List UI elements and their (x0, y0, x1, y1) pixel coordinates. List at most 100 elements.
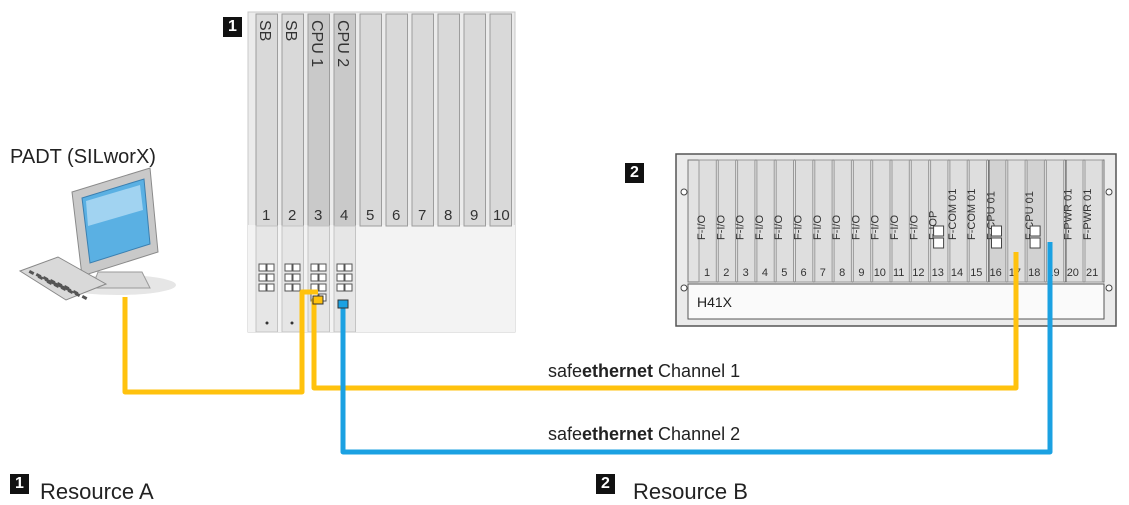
rack-a-port (336, 273, 345, 282)
resource-a-marker: 1 (223, 17, 242, 37)
workstation-icon (18, 167, 176, 301)
rack-b-slot-11-number: 11 (893, 267, 904, 279)
rack-a-port (266, 263, 275, 272)
rack-a-slot-10-number: 10 (493, 207, 510, 224)
workstation-label: PADT (SILworX) (10, 146, 156, 168)
legend-marker-1: 1 (10, 474, 29, 494)
plug-channel-2-a (337, 299, 349, 309)
channel-2-bold: ethernet (582, 424, 654, 444)
channel-1-label: safeethernet Channel 1 (548, 361, 740, 382)
rack-b-slot-10 (872, 159, 891, 283)
rack-b-port (991, 225, 1002, 237)
rack-b-slot-7-module: F-I/O (812, 215, 824, 240)
legend-marker-2: 2 (596, 474, 615, 494)
channel-2-suffix: Channel 2 (653, 424, 741, 444)
rack-b-slot-6-module: F-I/O (793, 215, 805, 240)
rack-b-slot-12-number: 12 (912, 267, 924, 279)
rack-b-slot-18 (1026, 159, 1045, 283)
rack-a-port (318, 273, 327, 282)
rack-a-slot-3-number: 3 (314, 207, 322, 224)
rack-b-mount-hole (1105, 188, 1113, 196)
rack-a-slot-2-number: 2 (288, 207, 296, 224)
rack-a-slot-7 (411, 13, 434, 227)
rack-b-slot-5-module: F-I/O (773, 215, 785, 240)
rack-a-slot-2 (281, 13, 304, 227)
rack-b-port (1029, 237, 1041, 249)
rack-b-slot-15-number: 15 (970, 267, 982, 279)
rack-b-slot-14 (949, 159, 968, 283)
rack-a-slot-9 (463, 13, 486, 227)
rack-b-slot-20-number: 20 (1067, 267, 1079, 279)
rack-a-slot-1-module: SB (256, 20, 273, 41)
rack-a-port (258, 263, 267, 272)
legend-resource-a: Resource A (40, 479, 154, 504)
rack-a-slot-5 (359, 13, 382, 227)
rack-b-port (933, 225, 945, 237)
rack-a-port (266, 283, 275, 292)
rack-a-slot-3-module: CPU 1 (308, 20, 325, 67)
rack-b-slot-6-number: 6 (801, 267, 807, 279)
rack-a-slot-2-module: SB (282, 20, 299, 41)
rack-a-port (344, 273, 353, 282)
keyboard-key (46, 279, 53, 285)
rack-b-slot-4 (756, 159, 775, 283)
rack-b-slot-10-module: F-I/O (870, 215, 882, 240)
rack-b-slot-2 (717, 159, 737, 283)
rack-b-mount-hole (680, 284, 688, 292)
cable-padt-to-resource-a (122, 289, 318, 395)
rack-b-slot-11 (891, 159, 910, 283)
rack-b-slot-21-module: F-PWR 01 (1082, 189, 1094, 240)
rack-b-mount-hole (680, 188, 688, 196)
keyboard (18, 256, 108, 301)
rack-b-slot-12-module: F-I/O (908, 215, 920, 240)
rack-a-port (344, 263, 353, 272)
rack-b-slot-14-number: 14 (951, 267, 963, 279)
keyboard-key (37, 274, 44, 280)
rack-b-slot-21 (1084, 159, 1103, 283)
rack-a-slot-4-module: CPU 2 (334, 20, 351, 67)
rack-b-slot-3-module: F-I/O (735, 215, 747, 240)
rack-b-slot-9-number: 9 (858, 267, 864, 279)
rack-b-slot-13-number: 13 (932, 267, 944, 279)
rack-a-port (284, 273, 293, 282)
rack-b-label: H41X (697, 294, 733, 310)
keyboard-key (74, 291, 81, 297)
plug-channel-1-a (312, 295, 324, 305)
rack-a-slot-4-number: 4 (340, 207, 348, 224)
rack-b-slot-21-number: 21 (1086, 267, 1098, 279)
rack-b-slot-3 (737, 159, 756, 283)
rack-a-slot-1 (255, 13, 278, 227)
rack-a-slot-8-number: 8 (444, 207, 452, 224)
rack-a-port (344, 283, 353, 292)
rack-b-slot-9 (852, 159, 872, 283)
rack-b-slot-1 (698, 159, 717, 283)
rack-a-port (292, 263, 301, 272)
rack-a-port (292, 273, 301, 282)
rack-b-slot-8-module: F-I/O (831, 215, 843, 240)
rack-a-port (266, 273, 275, 282)
rack-b-port (933, 237, 945, 249)
rack-b-slot-6 (795, 159, 814, 283)
rack-b-port (1029, 225, 1041, 237)
keyboard-key (60, 285, 67, 291)
rack-b-slot-2-number: 2 (723, 267, 729, 279)
rack-a-led (265, 321, 269, 325)
rack-a-port (336, 283, 345, 292)
rack-a-slot-7-number: 7 (418, 207, 426, 224)
channel-2-label: safeethernet Channel 2 (548, 424, 740, 445)
screen-glare (86, 185, 143, 226)
rack-b-slot-12 (910, 159, 930, 283)
rack-a-port (318, 283, 327, 292)
rack-b-mount-hole (1105, 284, 1113, 292)
rack-b-slot-1-module: F-I/O (696, 215, 708, 240)
rack-b-slot-16-number: 16 (990, 267, 1002, 279)
channel-1-prefix: safe (548, 361, 583, 381)
rack-b-slot-9-module: F-I/O (850, 215, 862, 240)
rack-b-slot-15-module: F-COM 01 (966, 189, 978, 240)
rack-a-port (318, 263, 327, 272)
rack-b-slot-13 (930, 159, 949, 283)
rack-b-slot-11-module: F-I/O (889, 215, 901, 240)
keyboard-key (53, 282, 60, 288)
